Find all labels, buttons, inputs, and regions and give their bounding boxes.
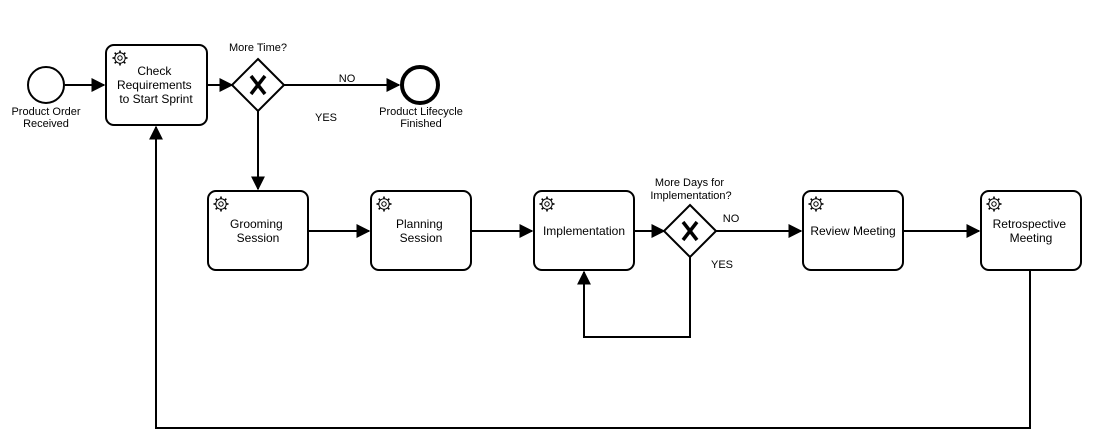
exclusive-gateway-x-icon	[249, 74, 267, 96]
task-check-requirements: Check Requirements to Start Sprint	[105, 44, 208, 126]
flow-retro-back-to-check	[149, 125, 1031, 429]
gateway2-yes-label: YES	[711, 259, 733, 271]
task-grooming-session: Grooming Session	[207, 190, 309, 271]
gateway-more-days	[662, 203, 718, 259]
gateway2-no-label: NO	[723, 213, 740, 225]
gateway1-yes-label: YES	[315, 112, 337, 124]
task-planning-session: Planning Session	[370, 190, 472, 271]
task-grooming-label: Grooming Session	[230, 217, 286, 245]
task-retro-label: Retrospective Meeting	[993, 217, 1070, 245]
task-retrospective-meeting: Retrospective Meeting	[980, 190, 1082, 271]
end-event	[400, 65, 440, 105]
task-implementation-label: Implementation	[543, 224, 625, 238]
exclusive-gateway-x-icon	[681, 220, 699, 242]
flow-gateway2-yes-loop	[577, 257, 691, 338]
gateway1-question: More Time?	[229, 42, 287, 54]
task-review-meeting: Review Meeting	[802, 190, 904, 271]
start-event	[27, 66, 65, 104]
task-implementation: Implementation	[533, 190, 635, 271]
task-planning-label: Planning Session	[396, 217, 446, 245]
task-check-label: Check Requirements to Start Sprint	[117, 64, 195, 106]
gateway-more-time	[230, 57, 286, 113]
gateway2-question: More Days for Implementation?	[650, 177, 731, 202]
gateway1-no-label: NO	[339, 73, 356, 85]
task-review-label: Review Meeting	[810, 224, 895, 238]
